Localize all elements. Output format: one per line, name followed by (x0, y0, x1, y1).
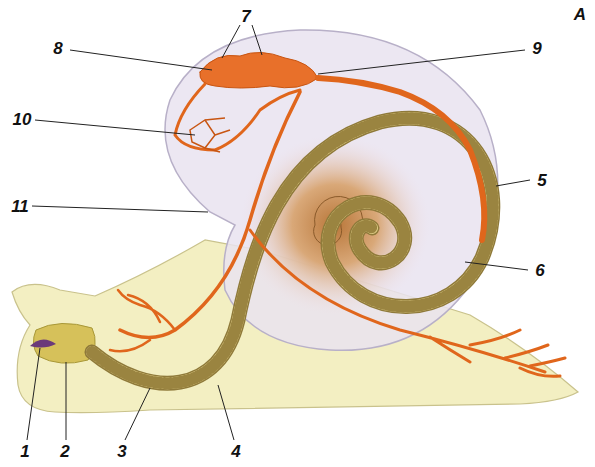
circulatory-system (110, 52, 565, 376)
callout-number: 2 (60, 443, 69, 460)
callout-number: 1 (20, 443, 29, 460)
callout-number: 10 (13, 111, 32, 128)
callout-number: 5 (537, 172, 546, 189)
callout-number: 9 (532, 40, 541, 57)
callout-number: 8 (53, 40, 62, 57)
leader-lines (27, 25, 530, 440)
panel-letter: A (574, 6, 586, 23)
callout-number: 7 (241, 8, 250, 25)
callout-number: 4 (231, 443, 240, 460)
digestive-tract (92, 118, 493, 383)
callout-number: 3 (117, 443, 126, 460)
callout-number: 6 (535, 262, 544, 279)
mouth (30, 339, 56, 347)
lung (190, 118, 230, 152)
callout-number: 11 (11, 198, 29, 215)
